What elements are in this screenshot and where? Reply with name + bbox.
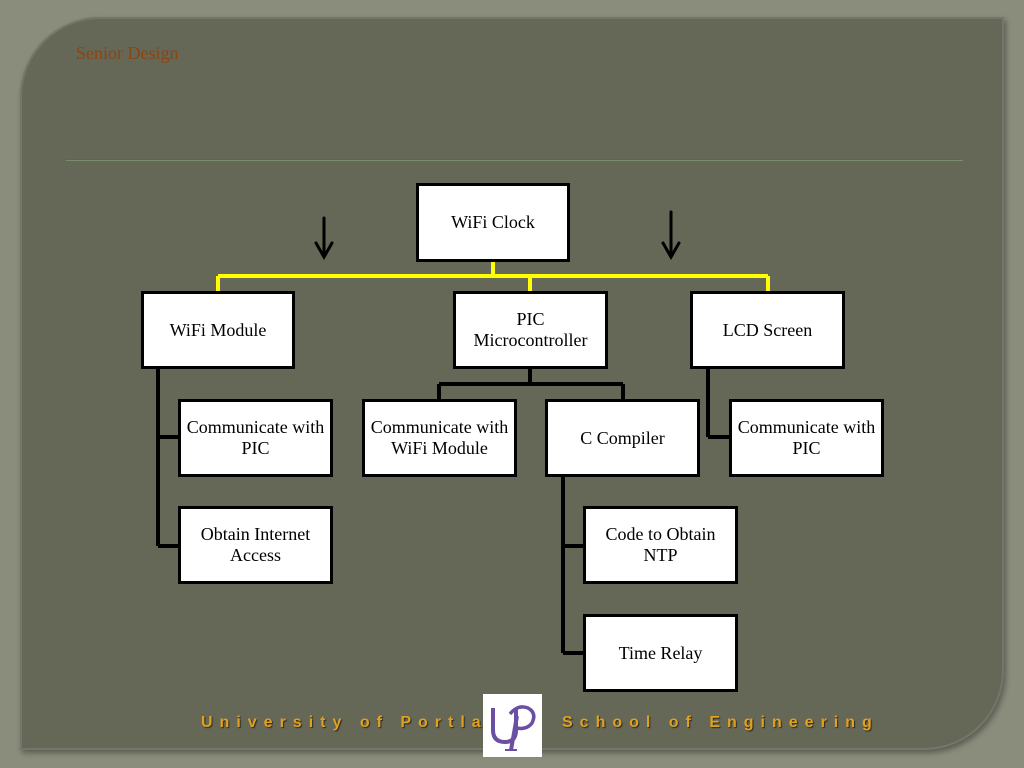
node-lcd-communicate-with-pic: Communicate with PIC — [729, 399, 884, 477]
node-label: Time Relay — [618, 642, 703, 663]
node-label: Communicate with PIC — [737, 417, 876, 458]
node-wifi-communicate-with-pic: Communicate with PIC — [178, 399, 333, 477]
node-label: PIC Microcontroller — [473, 309, 588, 350]
node-label: LCD Screen — [722, 319, 813, 340]
node-lcd-screen: LCD Screen — [690, 291, 845, 369]
node-label: Code to Obtain NTP — [605, 524, 716, 565]
pic-branch — [437, 368, 625, 400]
university-logo-icon — [483, 694, 542, 757]
header-divider — [66, 159, 963, 160]
node-time-relay: Time Relay — [583, 614, 738, 692]
node-code-to-obtain-ntp: Code to Obtain NTP — [583, 506, 738, 584]
root-connector — [216, 261, 770, 292]
node-label: WiFi Clock — [451, 212, 535, 232]
down-arrow-icon — [661, 210, 681, 261]
node-pic-microcontroller: PIC Microcontroller — [453, 291, 608, 369]
footer-university-name: University of Portland — [201, 714, 522, 731]
lcd-branch — [706, 368, 730, 439]
slide-header-title: Senior Design — [76, 43, 179, 63]
wifi-module-branch — [156, 368, 180, 548]
c-compiler-branch — [561, 476, 585, 655]
node-label: WiFi Module — [169, 319, 267, 340]
node-label: Communicate with WiFi Module — [370, 417, 509, 458]
footer-school-name: School of Engineering — [562, 714, 879, 731]
node-wifi-clock: WiFi Clock — [416, 183, 570, 262]
node-communicate-with-wifi-module: Communicate with WiFi Module — [362, 399, 517, 477]
node-obtain-internet-access: Obtain Internet Access — [178, 506, 333, 584]
node-label: Obtain Internet Access — [200, 524, 311, 565]
node-label: Communicate with PIC — [186, 417, 325, 458]
node-wifi-module: WiFi Module — [141, 291, 295, 369]
node-c-compiler: C Compiler — [545, 399, 700, 477]
node-label: C Compiler — [580, 427, 665, 448]
down-arrow-icon — [314, 216, 334, 261]
